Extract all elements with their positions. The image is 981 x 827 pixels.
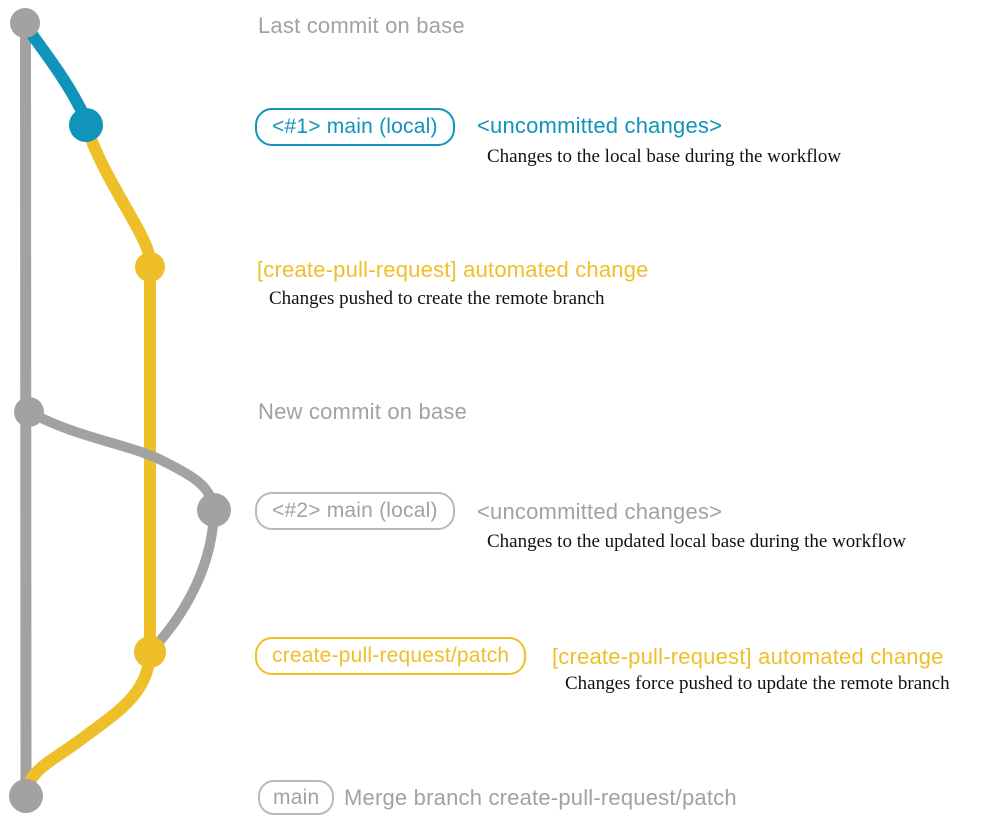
commit-dot-automated-change-1 [135, 252, 165, 282]
note-updated-local-base-changes: Changes to the updated local base during… [487, 531, 906, 552]
branch-badge-create-pull-request-patch: create-pull-request/patch [255, 637, 527, 675]
heading-automated-change-1: [create-pull-request] automated change [257, 257, 649, 282]
local-branch-curve [19, 19, 92, 131]
caption-new-commit: New commit on base [258, 399, 468, 424]
commit-dot-new-base [14, 397, 44, 427]
branch-badge-main: main [258, 780, 335, 815]
commit-dot-local-main-1 [69, 108, 103, 142]
updated-base-curve-out [24, 407, 219, 515]
commit-dot-local-main-2 [197, 493, 231, 527]
note-force-push-update-branch: Changes force pushed to update the remot… [565, 673, 950, 694]
heading-uncommitted-changes-1: <uncommitted changes> [477, 113, 723, 138]
commit-dot-merge [9, 779, 43, 813]
commit-dot-automated-change-2 [134, 636, 166, 668]
commit-dot-last-base [10, 8, 40, 38]
branch-badge-main-local-1: <#1> main (local) [255, 108, 455, 146]
note-push-create-branch: Changes pushed to create the remote bran… [269, 288, 605, 309]
heading-automated-change-2: [create-pull-request] automated change [552, 644, 944, 669]
heading-merge-branch: Merge branch create-pull-request/patch [344, 785, 737, 810]
heading-uncommitted-changes-2: <uncommitted changes> [477, 499, 723, 524]
remote-branch-line [80, 119, 156, 658]
caption-last-commit: Last commit on base [258, 13, 465, 38]
branch-badge-main-local-2: <#2> main (local) [255, 492, 455, 530]
remote-branch-merge-curve [20, 646, 156, 800]
note-local-base-changes: Changes to the local base during the wor… [487, 146, 842, 167]
updated-base-curve-in [145, 505, 219, 657]
